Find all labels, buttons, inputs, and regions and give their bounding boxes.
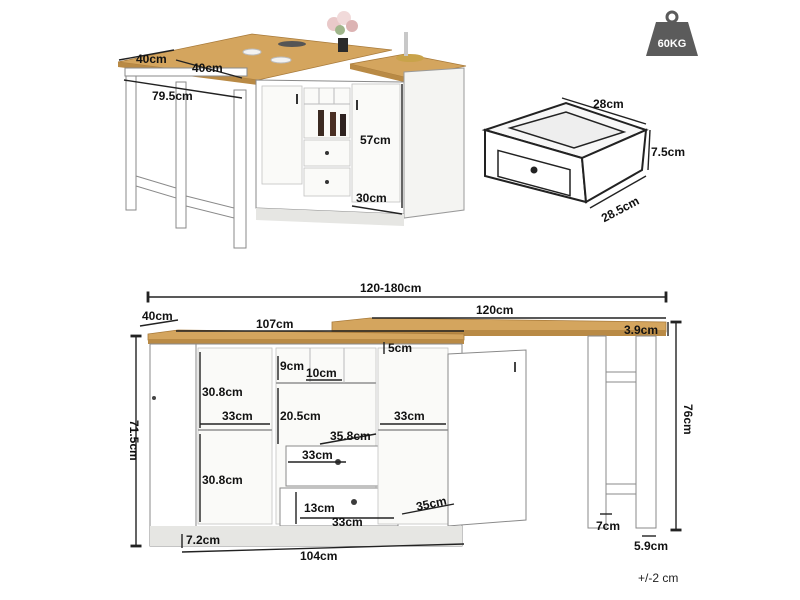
weight-badge-text: 60KG bbox=[658, 38, 687, 50]
dim-top-left-40: 40cm bbox=[136, 52, 167, 66]
weight-badge: 60KG bbox=[646, 10, 698, 56]
cabinet-door bbox=[351, 83, 401, 203]
extension-leg bbox=[587, 335, 607, 529]
dim-depth-35: 35cm bbox=[415, 494, 448, 514]
dim-height-76: 76cm bbox=[681, 404, 695, 435]
dim-base-7-2: 7.2cm bbox=[186, 533, 220, 547]
cabinet-door-right bbox=[447, 349, 527, 527]
table-leg bbox=[125, 71, 137, 211]
dim-line bbox=[139, 319, 179, 327]
dim-depth-40: 40cm bbox=[142, 309, 173, 323]
dim-drawer-13: 13cm bbox=[304, 501, 335, 515]
dim-line bbox=[123, 79, 243, 99]
dim-center-35-8: 35.8cm bbox=[330, 429, 371, 443]
dim-line bbox=[319, 433, 377, 445]
dim-left-shelf-h2: 30.8cm bbox=[202, 473, 243, 487]
extension-leg bbox=[635, 335, 657, 529]
table-leg bbox=[233, 89, 247, 249]
dim-leg-7: 7cm bbox=[596, 519, 620, 533]
dim-center-9: 9cm bbox=[280, 359, 304, 373]
dim-line bbox=[589, 175, 647, 209]
dim-drawer-depth: 28.5cm bbox=[599, 194, 642, 225]
dim-depth-30: 30cm bbox=[356, 191, 387, 205]
vase bbox=[338, 38, 348, 52]
dim-line bbox=[401, 503, 455, 515]
dim-left-shelf-w1: 33cm bbox=[222, 409, 253, 423]
drawer-illustration bbox=[481, 101, 649, 204]
dim-cabinet-top: 107cm bbox=[256, 317, 293, 331]
cabinet-door-left bbox=[149, 343, 197, 541]
dim-gap-5: 5cm bbox=[388, 341, 412, 355]
dim-drawer-height: 7.5cm bbox=[651, 145, 685, 159]
dim-drawer-width: 28cm bbox=[593, 97, 624, 111]
dim-center-20-5: 20.5cm bbox=[280, 409, 321, 423]
drawer-open-upper bbox=[285, 445, 387, 487]
dim-line bbox=[118, 49, 175, 61]
dim-height-57: 57cm bbox=[360, 133, 391, 147]
dim-drawer-33-a: 33cm bbox=[302, 448, 333, 462]
weight-icon bbox=[646, 22, 698, 56]
dim-top-mid-40: 40cm bbox=[192, 61, 223, 75]
cabinet-door bbox=[261, 85, 303, 185]
table-leg bbox=[175, 81, 187, 229]
dim-line bbox=[647, 129, 651, 171]
dim-line bbox=[175, 59, 243, 79]
dim-center-10: 10cm bbox=[306, 366, 337, 380]
dim-width-79-5: 79.5cm bbox=[152, 89, 193, 103]
dim-line bbox=[181, 543, 465, 553]
dim-height-71-5: 71.5cm bbox=[127, 420, 141, 461]
dim-drawer-33-b: 33cm bbox=[332, 515, 363, 529]
drawer-knob bbox=[530, 166, 538, 174]
dim-left-shelf-h1: 30.8cm bbox=[202, 385, 243, 399]
dim-base-104: 104cm bbox=[300, 549, 337, 563]
tolerance-note: +/-2 cm bbox=[638, 571, 678, 585]
dim-top-thickness: 3.9cm bbox=[624, 323, 658, 337]
island-photo-top bbox=[117, 11, 467, 249]
dim-right-33: 33cm bbox=[394, 409, 425, 423]
dim-leg-5-9: 5.9cm bbox=[634, 539, 668, 553]
dim-overall: 120-180cm bbox=[360, 281, 421, 295]
dim-line bbox=[351, 205, 403, 215]
cabinet-front-view bbox=[147, 317, 667, 547]
dim-extension: 120cm bbox=[476, 303, 513, 317]
dim-line bbox=[561, 97, 647, 125]
